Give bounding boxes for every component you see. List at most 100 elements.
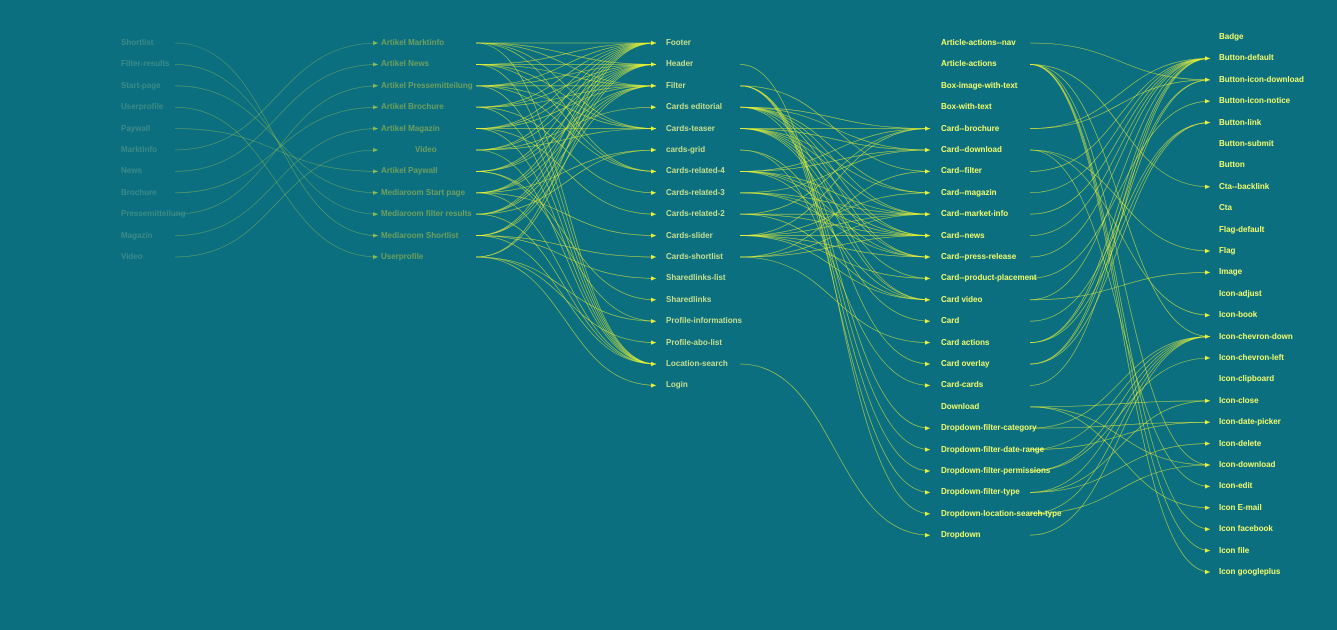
edge-48 bbox=[475, 171, 657, 301]
node-atoms-14[interactable]: Icon-chevron-down bbox=[1219, 331, 1293, 341]
node-templates-1[interactable]: Artikel News bbox=[381, 59, 430, 69]
node-molecules-2[interactable]: Box-image-with-text bbox=[941, 80, 1018, 90]
arrowhead-2-8 bbox=[651, 212, 656, 217]
node-pages-7[interactable]: Brochure bbox=[121, 187, 157, 197]
node-templates-4[interactable]: Artikel Magazin bbox=[381, 123, 440, 133]
node-atoms-13[interactable]: Icon-book bbox=[1219, 310, 1258, 320]
node-atoms-24[interactable]: Icon file bbox=[1219, 545, 1250, 555]
node-molecules-17[interactable]: Download bbox=[941, 401, 980, 411]
node-atoms-17[interactable]: Icon-close bbox=[1219, 395, 1259, 405]
node-molecules-11[interactable]: Card--product-placement bbox=[941, 273, 1037, 283]
node-atoms-15[interactable]: Icon-chevron-left bbox=[1219, 353, 1284, 362]
node-pages-3[interactable]: Userprofile bbox=[121, 102, 164, 112]
node-molecules-14[interactable]: Card actions bbox=[941, 337, 990, 347]
edge-2 bbox=[174, 85, 379, 194]
edge-68 bbox=[475, 64, 657, 258]
node-molecules-12[interactable]: Card video bbox=[941, 294, 983, 304]
node-atoms-1[interactable]: Button-default bbox=[1219, 53, 1274, 63]
node-molecules-13[interactable]: Card bbox=[941, 316, 960, 326]
node-atoms-5[interactable]: Button-submit bbox=[1219, 139, 1274, 148]
node-atoms-20[interactable]: Icon-download bbox=[1219, 460, 1276, 469]
edge-56 bbox=[475, 42, 657, 215]
node-atoms-11[interactable]: Image bbox=[1219, 267, 1243, 277]
node-atoms-0[interactable]: Badge bbox=[1219, 32, 1244, 41]
node-organisms-4[interactable]: Cards-teaser bbox=[666, 123, 715, 133]
edge-87 bbox=[739, 128, 931, 151]
node-organisms-16[interactable]: Login bbox=[666, 380, 688, 390]
node-organisms-13[interactable]: Profile-informations bbox=[666, 316, 743, 326]
node-atoms-22[interactable]: Icon E-mail bbox=[1219, 502, 1262, 512]
node-molecules-21[interactable]: Dropdown-filter-type bbox=[941, 487, 1020, 497]
edge-71 bbox=[475, 256, 657, 386]
node-templates-8[interactable]: Mediaroom filter results bbox=[381, 209, 472, 219]
node-templates-5[interactable]: Video bbox=[415, 145, 437, 154]
node-atoms-7[interactable]: Cta--backlink bbox=[1219, 181, 1270, 191]
node-templates-9[interactable]: Mediaroom Shortlist bbox=[381, 230, 459, 240]
node-atoms-4[interactable]: Button-link bbox=[1219, 117, 1262, 127]
node-atoms-2[interactable]: Button-icon-download bbox=[1219, 74, 1304, 84]
node-molecules-1[interactable]: Article-actions bbox=[941, 59, 997, 69]
node-molecules-5[interactable]: Card--download bbox=[941, 145, 1002, 154]
node-organisms-10[interactable]: Cards-shortlist bbox=[666, 252, 723, 261]
node-pages-10[interactable]: Video bbox=[121, 252, 143, 261]
node-organisms-11[interactable]: Sharedlinks-list bbox=[666, 273, 726, 283]
node-molecules-16[interactable]: Card-cards bbox=[941, 380, 984, 390]
node-molecules-8[interactable]: Card--market-info bbox=[941, 209, 1009, 219]
node-molecules-19[interactable]: Dropdown-filter-date-range bbox=[941, 444, 1045, 454]
node-templates-3[interactable]: Artikel Brochure bbox=[381, 102, 444, 112]
node-templates-2[interactable]: Artikel Pressemitteilung bbox=[381, 80, 473, 90]
node-atoms-23[interactable]: Icon facebook bbox=[1219, 524, 1273, 534]
node-molecules-23[interactable]: Dropdown bbox=[941, 530, 981, 540]
edge-149 bbox=[1029, 58, 1211, 386]
node-atoms-12[interactable]: Icon-adjust bbox=[1219, 288, 1262, 298]
node-organisms-15[interactable]: Location-search bbox=[666, 359, 728, 368]
node-molecules-15[interactable]: Card overlay bbox=[941, 359, 990, 368]
node-pages-0[interactable]: Shortlist bbox=[121, 38, 154, 47]
node-molecules-22[interactable]: Dropdown-location-search-type bbox=[941, 508, 1062, 518]
node-molecules-4[interactable]: Card--brochure bbox=[941, 123, 1000, 133]
node-pages-2[interactable]: Start-page bbox=[121, 80, 161, 90]
node-atoms-9[interactable]: Flag-default bbox=[1219, 224, 1265, 234]
node-atoms-3[interactable]: Button-icon-notice bbox=[1219, 96, 1291, 106]
node-organisms-0[interactable]: Footer bbox=[666, 38, 691, 47]
node-organisms-5[interactable]: cards-grid bbox=[666, 145, 706, 154]
node-organisms-14[interactable]: Profile-abo-list bbox=[666, 337, 723, 347]
node-atoms-21[interactable]: Icon-edit bbox=[1219, 481, 1253, 491]
node-organisms-9[interactable]: Cards-slider bbox=[666, 230, 713, 240]
node-molecules-18[interactable]: Dropdown-filter-category bbox=[941, 423, 1037, 433]
node-organisms-12[interactable]: Sharedlinks bbox=[666, 294, 712, 304]
node-organisms-8[interactable]: Cards-related-2 bbox=[666, 209, 725, 219]
node-organisms-2[interactable]: Filter bbox=[666, 80, 686, 90]
node-pages-6[interactable]: News bbox=[121, 166, 142, 176]
node-organisms-7[interactable]: Cards-related-3 bbox=[666, 187, 725, 197]
node-pages-5[interactable]: Marktinfo bbox=[121, 145, 157, 154]
node-pages-9[interactable]: Magazin bbox=[121, 230, 153, 240]
node-pages-1[interactable]: Filter-results bbox=[121, 59, 170, 69]
edge-40 bbox=[475, 42, 657, 151]
node-molecules-9[interactable]: Card--news bbox=[941, 230, 985, 240]
node-molecules-7[interactable]: Card--magazin bbox=[941, 187, 997, 197]
node-templates-0[interactable]: Artikel Marktinfo bbox=[381, 38, 445, 47]
node-templates-10[interactable]: Userprofile bbox=[381, 252, 424, 261]
node-molecules-3[interactable]: Box-with-text bbox=[941, 102, 992, 112]
node-templates-7[interactable]: Mediaroom Start page bbox=[381, 187, 466, 197]
node-molecules-20[interactable]: Dropdown-filter-permissions bbox=[941, 466, 1051, 475]
node-molecules-6[interactable]: Card--filter bbox=[941, 166, 982, 176]
node-atoms-6[interactable]: Button bbox=[1219, 160, 1245, 170]
node-organisms-3[interactable]: Cards editorial bbox=[666, 102, 723, 112]
node-organisms-1[interactable]: Header bbox=[666, 59, 694, 69]
node-pages-8[interactable]: Pressemitteilung bbox=[121, 209, 186, 219]
node-atoms-8[interactable]: Cta bbox=[1219, 203, 1232, 213]
node-atoms-19[interactable]: Icon-delete bbox=[1219, 438, 1262, 448]
node-molecules-10[interactable]: Card--press-release bbox=[941, 252, 1017, 261]
node-atoms-16[interactable]: Icon-clipboard bbox=[1219, 374, 1275, 384]
node-atoms-10[interactable]: Flag bbox=[1219, 246, 1236, 255]
node-atoms-18[interactable]: Icon-date-picker bbox=[1219, 417, 1281, 427]
edge-16 bbox=[475, 42, 657, 365]
arrowhead-4-15 bbox=[1205, 355, 1210, 361]
node-molecules-0[interactable]: Article-actions--nav bbox=[941, 38, 1016, 47]
node-atoms-25[interactable]: Icon googleplus bbox=[1219, 567, 1281, 576]
node-pages-4[interactable]: Paywall bbox=[121, 123, 151, 133]
node-organisms-6[interactable]: Cards-related-4 bbox=[666, 166, 725, 176]
node-templates-6[interactable]: Artikel Paywall bbox=[381, 166, 438, 176]
